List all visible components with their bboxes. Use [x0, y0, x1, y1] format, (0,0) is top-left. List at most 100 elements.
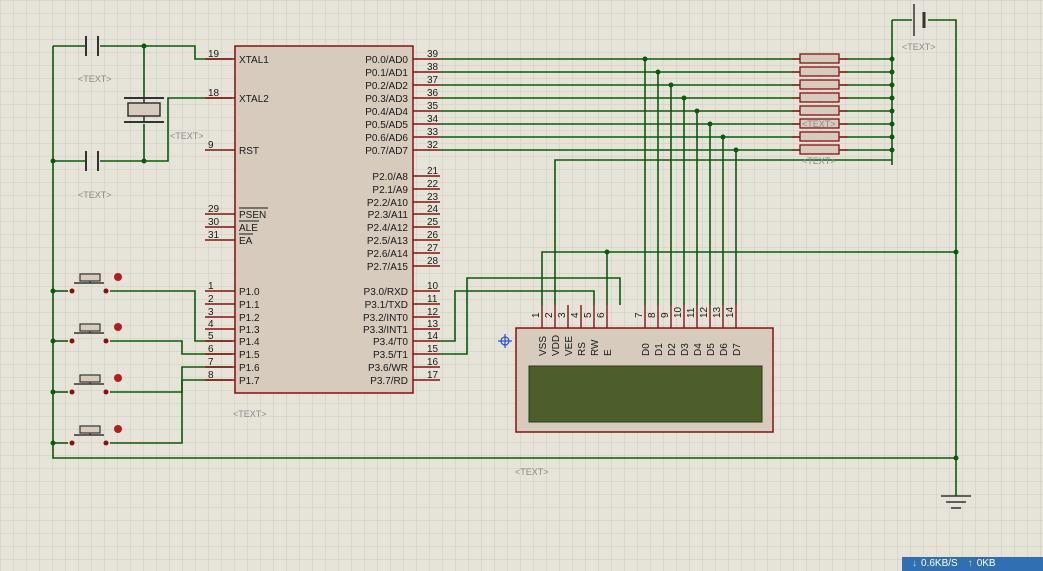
pin-label: P2.1/A9: [372, 185, 408, 196]
lcd-pin-label: VDD: [551, 335, 562, 356]
mcu-pin-p1-3[interactable]: 4P1.3: [205, 319, 260, 336]
lcd-pin-label: D4: [693, 343, 704, 356]
lcd-pin-number: 6: [596, 312, 607, 318]
pin-label: P1.6: [239, 363, 260, 374]
pin-label: RST: [239, 146, 259, 157]
pin-label: P2.3/A11: [368, 210, 409, 221]
resistor[interactable]: [792, 92, 848, 103]
lcd-pin-rw[interactable]: 5RW: [583, 305, 601, 356]
resistor[interactable]: [792, 131, 848, 142]
text-placeholder: <TEXT>: [902, 42, 936, 52]
lcd-pin-d2[interactable]: 9D2: [660, 305, 678, 356]
lcd-pin-d1[interactable]: 8D1: [647, 305, 665, 356]
pin-number: 30: [208, 217, 220, 228]
resistor[interactable]: [792, 144, 848, 155]
lcd-pin-d0[interactable]: 7D0: [634, 305, 652, 356]
battery-icon[interactable]: [913, 4, 926, 36]
pin-number: 7: [208, 357, 214, 368]
resistor[interactable]: [792, 79, 848, 90]
mcu-body[interactable]: [234, 45, 414, 394]
mcu-pin-p1-7[interactable]: 8P1.7: [205, 370, 260, 387]
lcd-pin-number: 7: [634, 312, 645, 318]
mcu-pin-p1-2[interactable]: 3P1.2: [205, 307, 260, 324]
pin-number: 29: [208, 204, 220, 215]
pin-number: 6: [208, 344, 214, 355]
lcd-pin-label: D2: [667, 343, 678, 356]
capacitor-c2[interactable]: [85, 151, 99, 171]
pin-number: 35: [427, 101, 439, 112]
pin-number: 27: [427, 243, 439, 254]
lcd-pin-e[interactable]: 6E: [596, 305, 614, 356]
pin-number: 10: [427, 281, 439, 292]
push-buttons: [69, 273, 123, 446]
ground-icon[interactable]: [941, 495, 971, 509]
pin-label: P2.4/A12: [367, 223, 409, 234]
text-placeholder: <TEXT>: [515, 467, 549, 477]
resistor[interactable]: [792, 118, 848, 129]
resistor-array[interactable]: [792, 53, 848, 155]
lcd-pin-rs[interactable]: 4RS: [570, 305, 588, 356]
mcu-pin-p1-4[interactable]: 5P1.4: [205, 331, 260, 348]
lcd-pin-number: 1: [531, 312, 542, 318]
push-button[interactable]: [69, 374, 123, 395]
lcd-pin-label: D1: [654, 343, 665, 356]
push-button[interactable]: [69, 425, 123, 446]
resistor[interactable]: [792, 53, 848, 64]
push-button[interactable]: [69, 323, 123, 344]
mcu-pin-p1-1[interactable]: 2P1.1: [205, 294, 260, 311]
mcu-pin-p1-0[interactable]: 1P1.0: [205, 281, 260, 298]
lcd-module[interactable]: [515, 327, 774, 433]
pin-label: P3.2/INT0: [363, 313, 408, 324]
crystal-oscillator[interactable]: [124, 97, 164, 123]
capacitor-c1[interactable]: [85, 36, 99, 56]
mcu-pin-p1-6[interactable]: 7P1.6: [205, 357, 260, 374]
pin-number: 25: [427, 217, 439, 228]
push-button[interactable]: [69, 273, 123, 294]
pin-number: 32: [427, 140, 439, 151]
resistor[interactable]: [792, 105, 848, 116]
pin-number: 31: [208, 230, 220, 241]
pin-number: 1: [208, 281, 214, 292]
resistor[interactable]: [792, 66, 848, 77]
mcu-pin-p1-5[interactable]: 6P1.5: [205, 344, 260, 361]
